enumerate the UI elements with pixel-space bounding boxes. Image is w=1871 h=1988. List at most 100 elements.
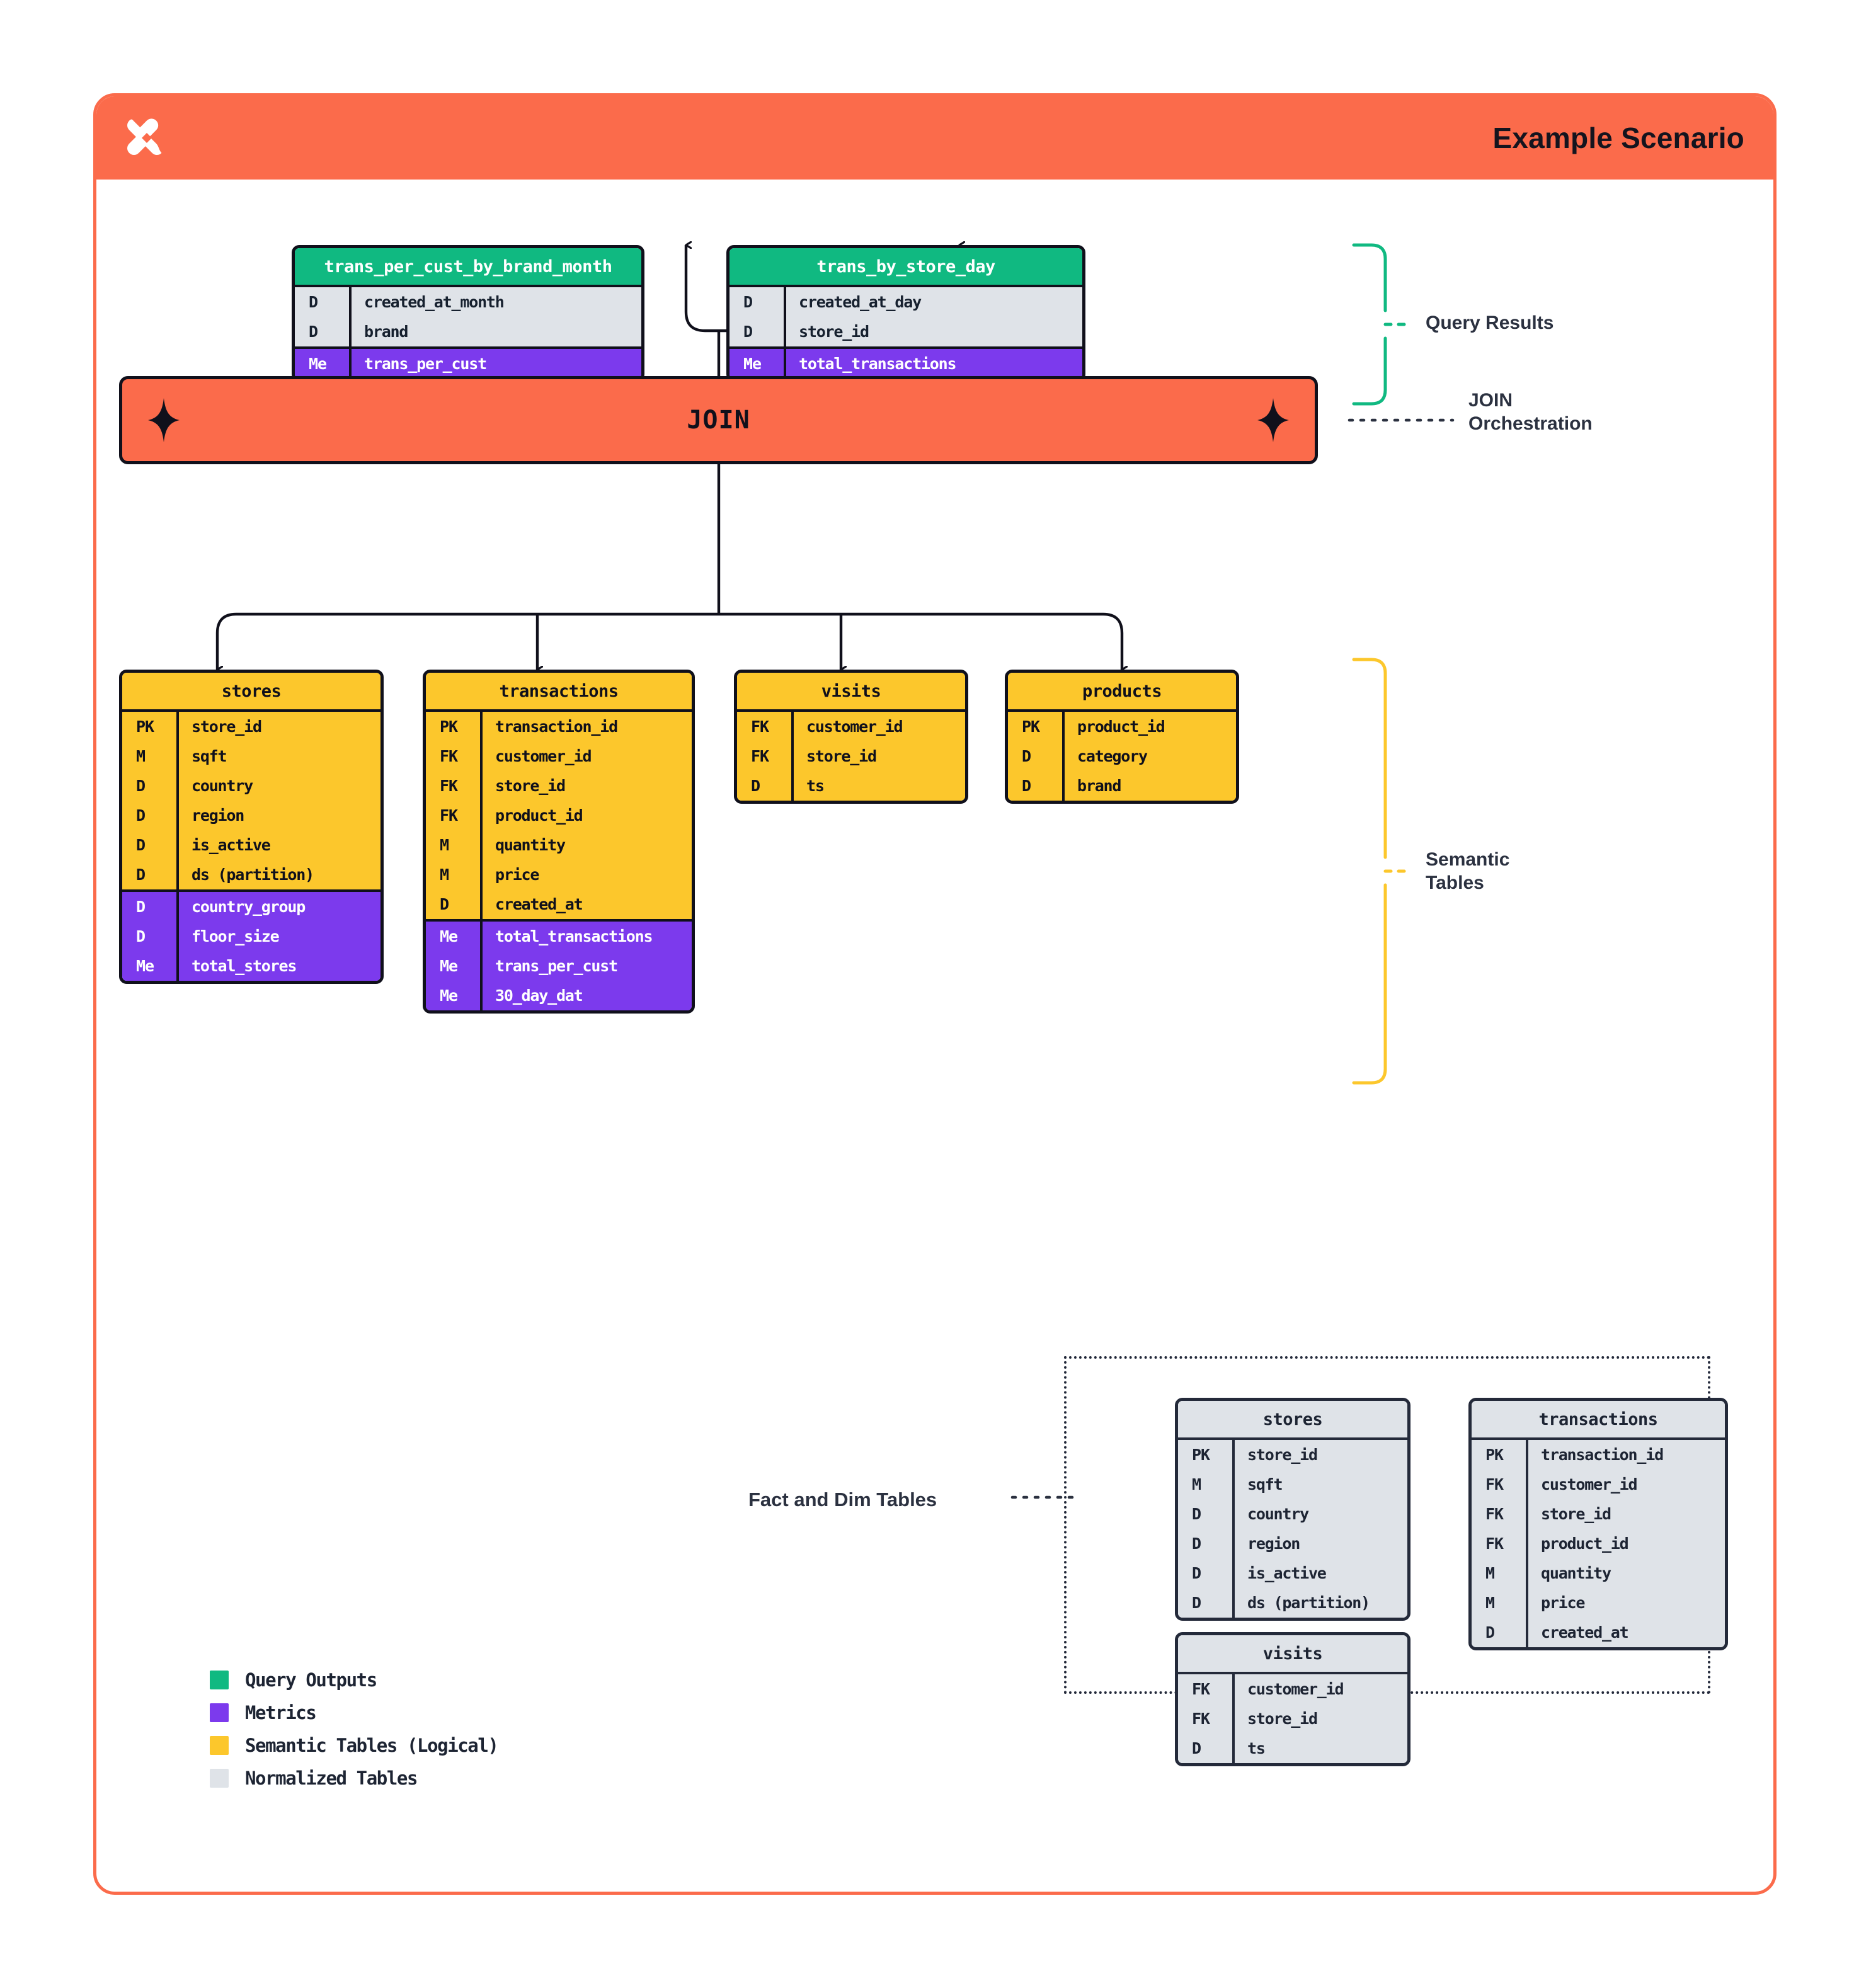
table-row: D created_at_day [730,287,1082,317]
row-key: D [1485,1623,1495,1642]
row-field: sqft [192,747,227,765]
join-leader-line-icon [1347,418,1455,422]
row-key: PK [440,717,458,736]
row-key: FK [1192,1680,1210,1698]
legend-item: Query Outputs [210,1664,498,1696]
row-key: FK [440,806,458,825]
row-key: D [743,293,753,311]
row-field: store_id [495,777,566,795]
legend-swatch-query-outputs [210,1671,229,1689]
metric-section: Me total_transactions [730,346,1082,379]
row-field: created_at [1541,1623,1629,1642]
row-key: FK [1192,1710,1210,1728]
semantic-tables-annotation: Semantic Tables [1426,849,1510,893]
legend-label: Normalized Tables [245,1768,418,1789]
table-caption: stores [1178,1401,1407,1437]
dimension-section: D created_at_month D brand [295,285,641,346]
table-row: PK store_id [1178,1440,1407,1470]
table-caption: transactions [426,673,692,709]
row-key: Me [440,957,458,975]
row-field: country_group [192,898,306,916]
row-key: Me [136,957,154,975]
row-field: sqft [1247,1475,1283,1494]
legend: Query Outputs Metrics Semantic Tables (L… [210,1664,499,1795]
row-field: region [192,806,244,825]
table-caption: trans_per_cust_by_brand_month [295,248,641,285]
row-field: store_id [799,323,869,341]
row-key: D [309,293,318,311]
table-row: D store_id [730,317,1082,346]
row-key: M [136,747,146,765]
table-caption: transactions [1472,1401,1725,1437]
row-key: D [136,836,146,854]
row-field: store_id [1247,1446,1318,1464]
row-key: D [440,895,449,913]
sparkle-icon [1257,398,1289,442]
legend-label: Metrics [245,1702,317,1723]
row-key: D [1192,1594,1201,1612]
row-key: D [743,323,753,341]
legend-item: Normalized Tables [210,1762,498,1795]
dimension-section: D created_at_day D store_id [730,285,1082,346]
row-key: D [309,323,318,341]
metric-section: Me trans_per_cust [295,346,641,379]
row-key: D [1192,1534,1201,1553]
page-title: Example Scenario [1492,122,1744,154]
row-key: D [136,898,146,916]
row-field: country [192,777,253,795]
row-field: total_transactions [799,355,957,373]
row-key: D [136,777,146,795]
table-row: FK store_id [1178,1704,1407,1734]
query-result-table[interactable]: trans_by_store_day D created_at_day D st… [726,245,1085,382]
row-field: created_at_month [364,293,505,311]
table-caption: stores [122,673,380,709]
row-key: PK [1192,1446,1210,1464]
query-result-table[interactable]: trans_per_cust_by_brand_month D created_… [292,245,644,382]
row-field: transaction_id [495,717,618,736]
row-field: customer_id [806,717,903,736]
row-key: FK [1485,1475,1504,1494]
row-key: M [440,865,449,884]
fact-dim-annotation: Fact and Dim Tables [748,1488,937,1511]
row-field: store_id [1247,1710,1318,1728]
join-orchestration-bar[interactable]: JOIN [119,376,1318,464]
row-field: brand [1077,777,1121,795]
table-row: D brand [295,317,641,346]
row-field: quantity [1541,1564,1611,1582]
query-results-annotation: Query Results [1426,312,1554,333]
row-key: M [1485,1564,1495,1582]
row-field: transaction_id [1541,1446,1664,1464]
x-star-logo-icon [127,118,162,156]
row-key: FK [440,747,458,765]
row-key: PK [136,717,154,736]
